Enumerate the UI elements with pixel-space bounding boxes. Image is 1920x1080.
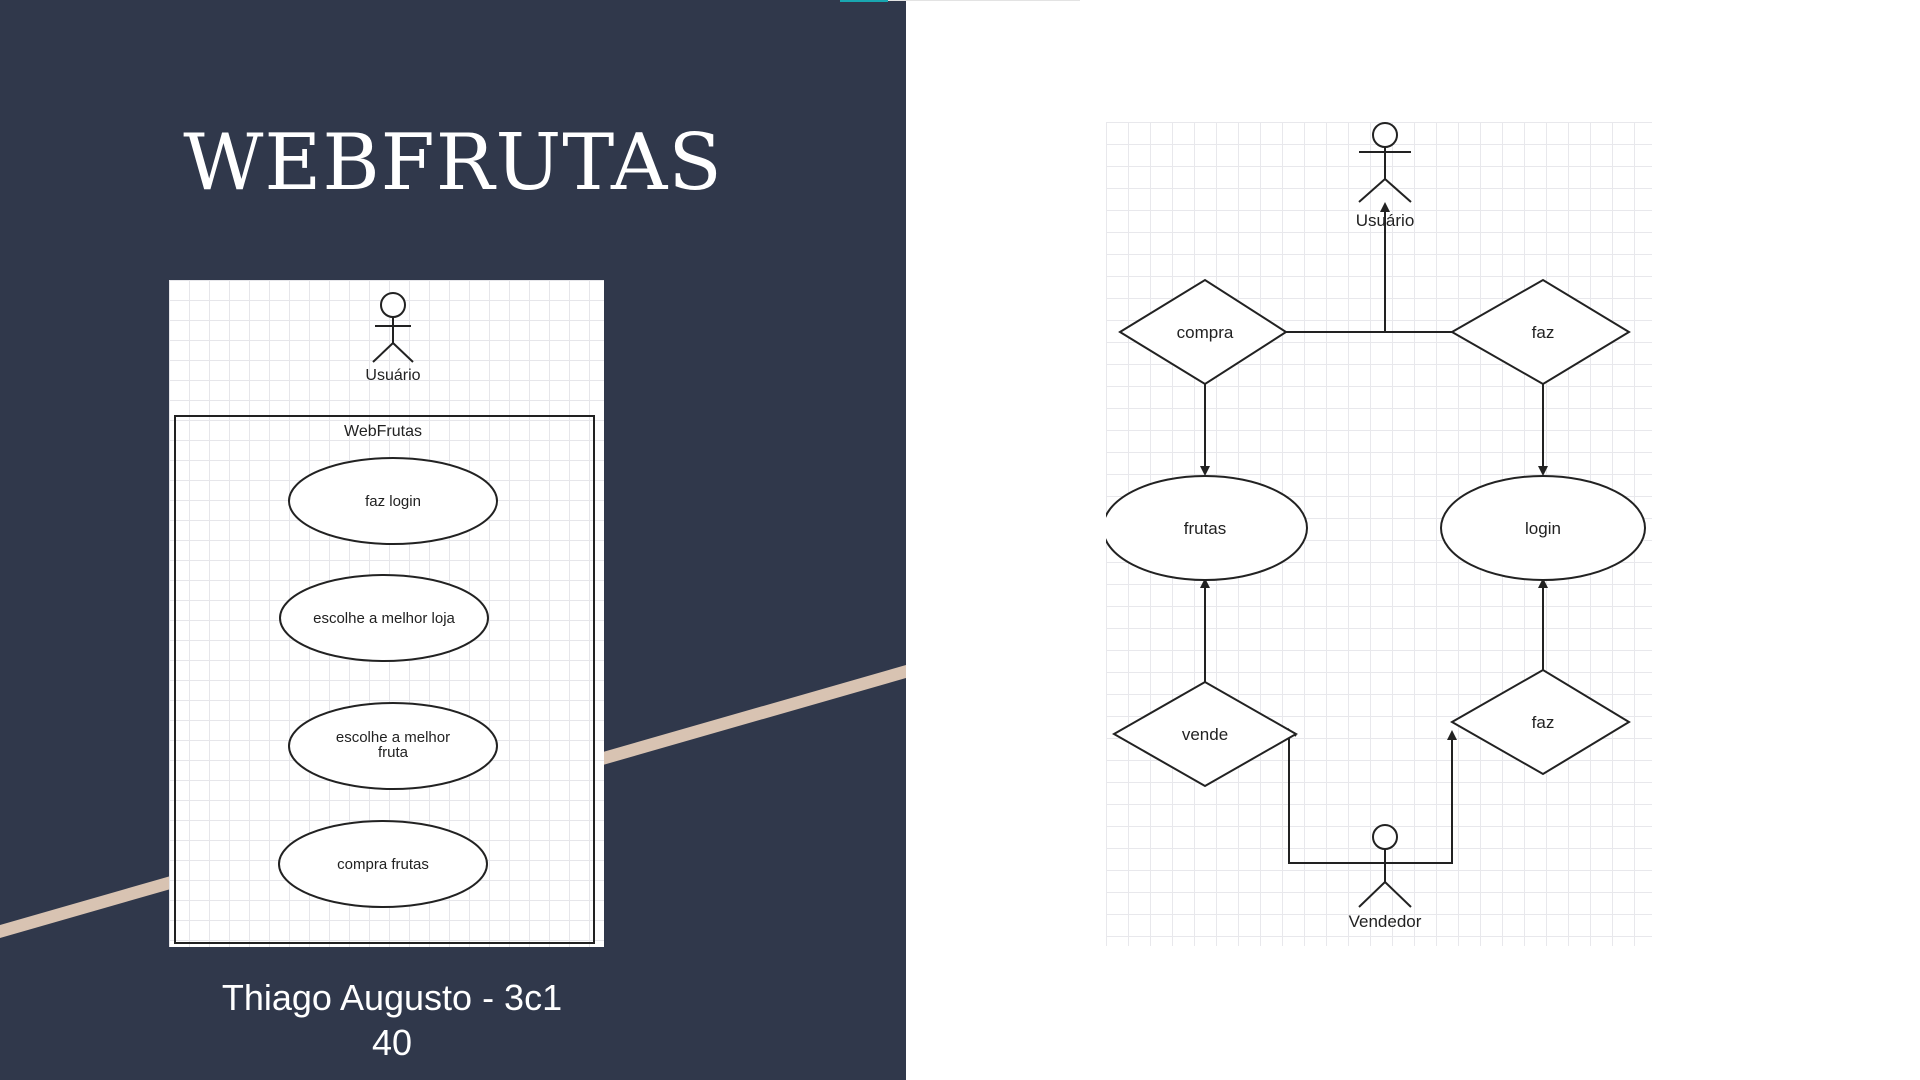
accent-bar: [840, 0, 888, 2]
top-divider: [888, 0, 1080, 1]
connector-vendedor-faz: [1402, 730, 1457, 864]
flow-diagram: Usuário compra faz vende faz frutas logi…: [1106, 122, 1652, 946]
slide-title: WEBFRUTAS: [183, 118, 723, 208]
actor-user-icon: [1358, 122, 1412, 203]
connector-vendedor-vende: [1288, 727, 1362, 864]
relation-label: compra: [1177, 323, 1234, 342]
use-case-faz-login: [288, 457, 498, 545]
use-case-diagram: Usuário WebFrutas faz login escolhe a me…: [169, 280, 604, 947]
actor-user-label: Usuário: [1356, 211, 1415, 230]
use-case-label: faz login: [365, 493, 421, 510]
entity-label: frutas: [1184, 519, 1227, 538]
use-case-escolhe-loja: [279, 574, 489, 662]
actor-vendedor-label: Vendedor: [1349, 912, 1422, 931]
entity-login: [1440, 475, 1646, 581]
relation-label: faz: [1532, 713, 1555, 732]
author-line-1: Thiago Augusto - 3c1: [221, 977, 563, 1018]
actor-vendedor-icon: [1358, 824, 1412, 908]
use-case-label: fruta: [378, 744, 409, 761]
use-case-compra-frutas: [278, 820, 488, 908]
use-case-label: escolhe a melhor: [336, 729, 450, 746]
actor-user-icon: [372, 292, 414, 363]
relation-label: faz: [1532, 323, 1555, 342]
relation-compra: [1118, 278, 1288, 386]
entity-label: login: [1525, 519, 1561, 538]
use-case-diagram-svg: Usuário WebFrutas faz login escolhe a me…: [174, 292, 595, 944]
flow-diagram-svg: Usuário compra faz vende faz frutas logi…: [1106, 122, 1646, 931]
relation-vende: [1111, 680, 1299, 788]
author-text: Thiago Augusto - 3c1 40: [0, 975, 784, 1065]
relation-faz-top: [1449, 278, 1631, 386]
left-panel: WEBFRUTAS Usuário WebFrutas faz login es…: [0, 0, 906, 1080]
actor-user-label: Usuário: [365, 367, 420, 384]
use-case-label: compra frutas: [337, 856, 429, 873]
system-boundary: [174, 415, 595, 944]
relation-label: vende: [1182, 725, 1228, 744]
relation-faz-bottom: [1449, 668, 1631, 776]
use-case-label: escolhe a melhor loja: [313, 610, 455, 627]
author-line-2: 40: [371, 1022, 413, 1063]
system-label: WebFrutas: [344, 423, 422, 440]
entity-frutas: [1106, 475, 1308, 581]
use-case-escolhe-fruta: [288, 702, 498, 790]
